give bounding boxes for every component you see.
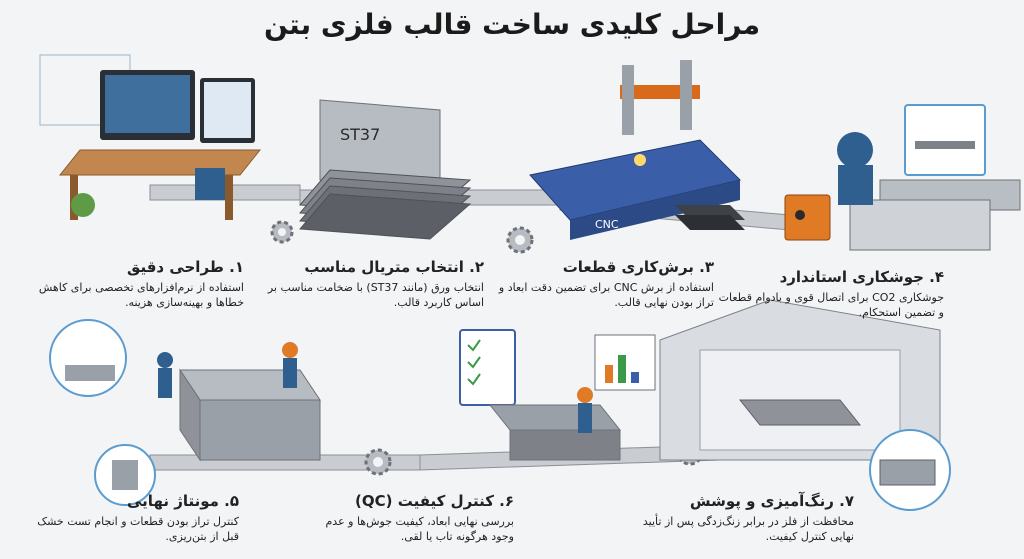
step-2-title: ۲. انتخاب متریال مناسب: [304, 258, 484, 276]
step-5-description: کنترل تراز بودن قطعات و انجام تست خشک قب…: [37, 515, 239, 543]
step-3-title: ۳. برش‌کاری قطعات: [562, 258, 714, 276]
step-3: ۳. برش‌کاری قطعات استفاده از برش CNC برا…: [494, 258, 714, 310]
sheet-label: ST37: [340, 125, 380, 144]
step-4-title: ۴. جوشکاری استاندارد: [779, 268, 944, 286]
step-5: ۵. مونتاژ نهایی کنترل تراز بودن قطعات و …: [29, 492, 239, 544]
gear-icon: [506, 226, 534, 254]
gear-icon: [270, 220, 294, 244]
page-title: مراحل کلیدی ساخت قالب فلزی بتن: [263, 8, 761, 41]
step-6-description: بررسی نهایی ابعاد، کیفیت جوش‌ها و عدم وج…: [325, 515, 514, 543]
welding-station-illustration: [784, 104, 1021, 251]
step-1: ۱. طراحی دقیق استفاده از نرم‌افزارهای تخ…: [24, 258, 244, 310]
step-2: ۲. انتخاب متریال مناسب انتخاب ورق (مانند…: [254, 258, 484, 310]
step-6: ۶. کنترل کیفیت (QC) بررسی نهایی ابعاد، ک…: [304, 492, 514, 544]
cnc-machine-illustration: CNC: [529, 60, 745, 240]
assembly-illustration: [49, 319, 321, 506]
step-4: ۴. جوشکاری استاندارد جوشکاری CO2 برای ات…: [714, 268, 944, 320]
step-5-title: ۵. مونتاژ نهایی: [127, 492, 239, 510]
paint-booth-illustration: [659, 299, 951, 511]
gear-icon: [364, 448, 392, 476]
step-4-description: جوشکاری CO2 برای اتصال قوی و بادوام قطعا…: [718, 291, 944, 319]
step-2-description: انتخاب ورق (مانند ST37) با ضخامت مناسب ب…: [267, 281, 484, 309]
step-3-description: استفاده از برش CNC برای تضمین دقت ابعاد …: [498, 281, 714, 309]
step-7-description: محافظت از فلز در برابر زنگ‌زدگی پس از تأ…: [642, 515, 854, 543]
step-7-title: ۷. رنگ‌آمیزی و پوشش: [689, 492, 854, 510]
step-6-title: ۶. کنترل کیفیت (QC): [355, 492, 514, 510]
design-workstation-illustration: [39, 54, 262, 220]
step-7: ۷. رنگ‌آمیزی و پوشش محافظت از فلز در برا…: [634, 492, 854, 544]
step-1-description: استفاده از نرم‌افزارهای تخصصی برای کاهش …: [38, 281, 244, 309]
steel-sheet-stack-illustration: ST37: [298, 99, 472, 240]
cnc-label: CNC: [595, 218, 619, 231]
quality-control-illustration: [459, 329, 656, 461]
step-1-title: ۱. طراحی دقیق: [126, 258, 244, 276]
